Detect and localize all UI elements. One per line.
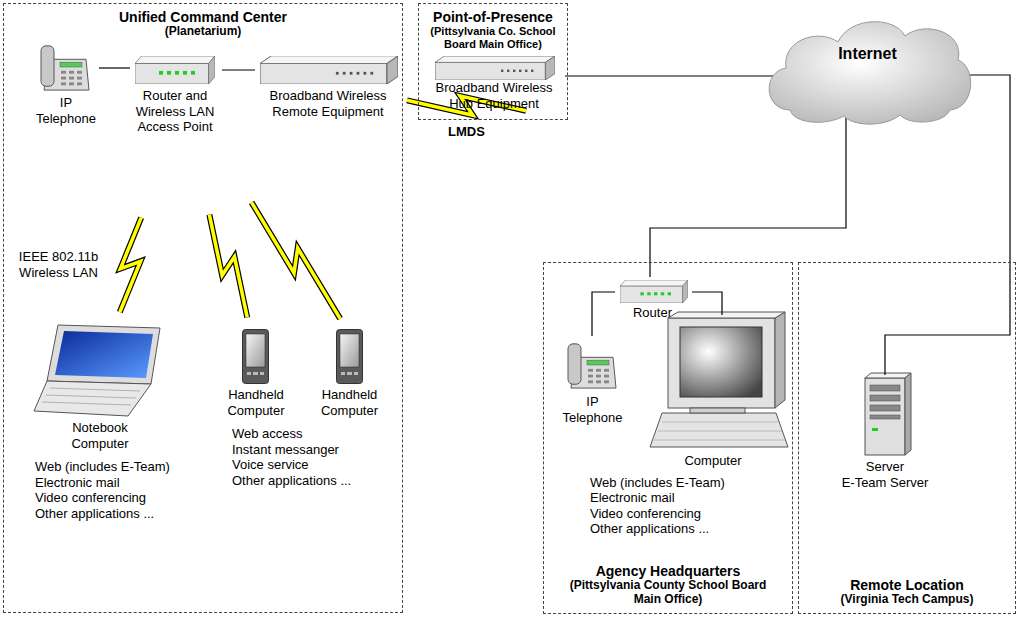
device-name: IP Telephone [560, 394, 625, 425]
device-name: Broadband Wireless Hub Equipment [425, 80, 563, 111]
application-list: Web (includes E-Team)Electronic mailVide… [35, 459, 202, 521]
ip-phone: IP Telephone [35, 40, 99, 126]
radio-remote: Broadband Wireless Remote Equipment [255, 50, 403, 119]
device-name: Server [835, 459, 935, 475]
site-location: (Pittsylvania County School Board Main O… [568, 579, 768, 607]
site-location: (Virginia Tech Campus) [807, 593, 1007, 607]
device-name: Computer [673, 453, 753, 469]
application-item: Instant messanger [232, 442, 364, 458]
site-region: IP Telephone Router and Wireless LAN Acce… [3, 3, 403, 613]
device-name: Router [615, 305, 690, 321]
device-label: Broadband Wireless Remote Equipment [255, 88, 401, 119]
region-heading: Point-of-Presence(Pittsylvania Co. Schoo… [419, 9, 567, 50]
server: ServerE-Team Server [835, 375, 937, 490]
device-label: IP Telephone [35, 95, 97, 126]
device-label: ServerE-Team Server [835, 459, 935, 490]
ip-phone: IP Telephone [560, 336, 627, 425]
bolt-fill [209, 215, 247, 318]
application-item: Web access [232, 426, 364, 442]
internet-cloud: Internet [760, 10, 977, 125]
handheld-computer: Handheld Computer [312, 325, 389, 418]
cable-line [650, 115, 846, 277]
network-cable [692, 292, 722, 315]
site-name: Point-of-Presence [420, 9, 566, 25]
device-label: Notebook Computer [55, 420, 145, 451]
cloud-shape [760, 10, 975, 125]
network-cable [222, 70, 255, 71]
device-name: Handheld Computer [312, 387, 387, 418]
cable-line [99, 67, 130, 68]
bolt-fill [120, 218, 141, 313]
link-label: IEEE 802.11b Wireless LAN [10, 248, 106, 281]
device-label: Computer [673, 453, 753, 469]
application-item: Web (includes E-Team) [35, 459, 202, 475]
device-label: Router and Wireless LAN Access Point [130, 88, 220, 135]
site-region: ServerE-Team ServerRemote Location(Virgi… [798, 262, 1016, 614]
region-heading: Remote Location(Virginia Tech Campus) [799, 577, 1015, 607]
application-item: Electronic mail [35, 475, 202, 491]
region-heading: Agency Headquarters(Pittsylvania County … [544, 563, 792, 607]
device-name: Router and Wireless LAN Access Point [130, 88, 220, 135]
application-item: Web (includes E-Team) [590, 475, 790, 491]
network-cable [592, 292, 615, 336]
application-list: Web (includes E-Team)Electronic mailVide… [590, 475, 790, 537]
link-label: LMDS [446, 123, 487, 141]
cable-line [885, 75, 1010, 375]
radio-hub: Broadband Wireless Hub Equipment [425, 54, 565, 111]
network-cable [885, 75, 1010, 375]
site-region: Router IP TelephoneComputerWeb (includes … [543, 262, 793, 614]
bolt-outline [252, 202, 341, 318]
desktop-computer: ComputerWeb (includes E-Team)Electronic … [588, 315, 790, 537]
wireless-link [252, 202, 341, 318]
cable-line [565, 75, 774, 76]
region-heading: Unified Command Center(Planetarium) [4, 9, 402, 39]
device-name: Broadband Wireless Remote Equipment [255, 88, 401, 119]
site-region: Broadband Wireless Hub Equipment Point-of… [418, 3, 568, 120]
notebook-computer: Notebook ComputerWeb (includes E-Team)El… [30, 320, 202, 522]
device-label: Handheld Computer [312, 387, 387, 418]
bolt-fill [252, 202, 341, 318]
device-label: Handheld Computer [222, 387, 290, 418]
device-name: Internet [760, 44, 975, 63]
application-item: Other applications ... [232, 473, 364, 489]
network-cable [565, 76, 774, 77]
device-name: E-Team Server [835, 475, 935, 491]
application-item: Other applications ... [35, 506, 202, 522]
router-access-point: Router and Wireless LAN Access Point [130, 50, 222, 135]
device-label: Router [615, 305, 690, 321]
device-name: IP Telephone [35, 95, 97, 126]
site-name: Unified Command Center [53, 9, 353, 25]
cable-line [692, 292, 722, 315]
application-item: Video conferencing [590, 506, 790, 522]
application-item: Video conferencing [35, 490, 202, 506]
device-label: IP Telephone [560, 394, 625, 425]
site-location: (Planetarium) [53, 25, 353, 39]
application-item: Other applications ... [590, 521, 790, 537]
application-item: Voice service [232, 457, 364, 473]
cable-line [222, 69, 255, 70]
application-item: Electronic mail [590, 490, 790, 506]
network-cable [99, 68, 130, 69]
device-label: Broadband Wireless Hub Equipment [425, 80, 563, 111]
device-name: Notebook Computer [55, 420, 145, 451]
site-name: Remote Location [807, 577, 1007, 593]
application-list: Web accessInstant messangerVoice service… [232, 426, 364, 488]
bolt-outline [209, 215, 247, 318]
site-name: Agency Headquarters [568, 563, 768, 579]
wireless-link [120, 218, 141, 313]
bolt-outline [120, 218, 141, 313]
device-label: Internet [760, 44, 975, 63]
network-cable [650, 115, 846, 277]
site-location: (Pittsylvania Co. School Board Main Offi… [420, 25, 566, 50]
cable-line [592, 292, 615, 336]
device-name: Handheld Computer [222, 387, 290, 418]
router: Router [615, 277, 692, 321]
wireless-link [209, 215, 247, 318]
